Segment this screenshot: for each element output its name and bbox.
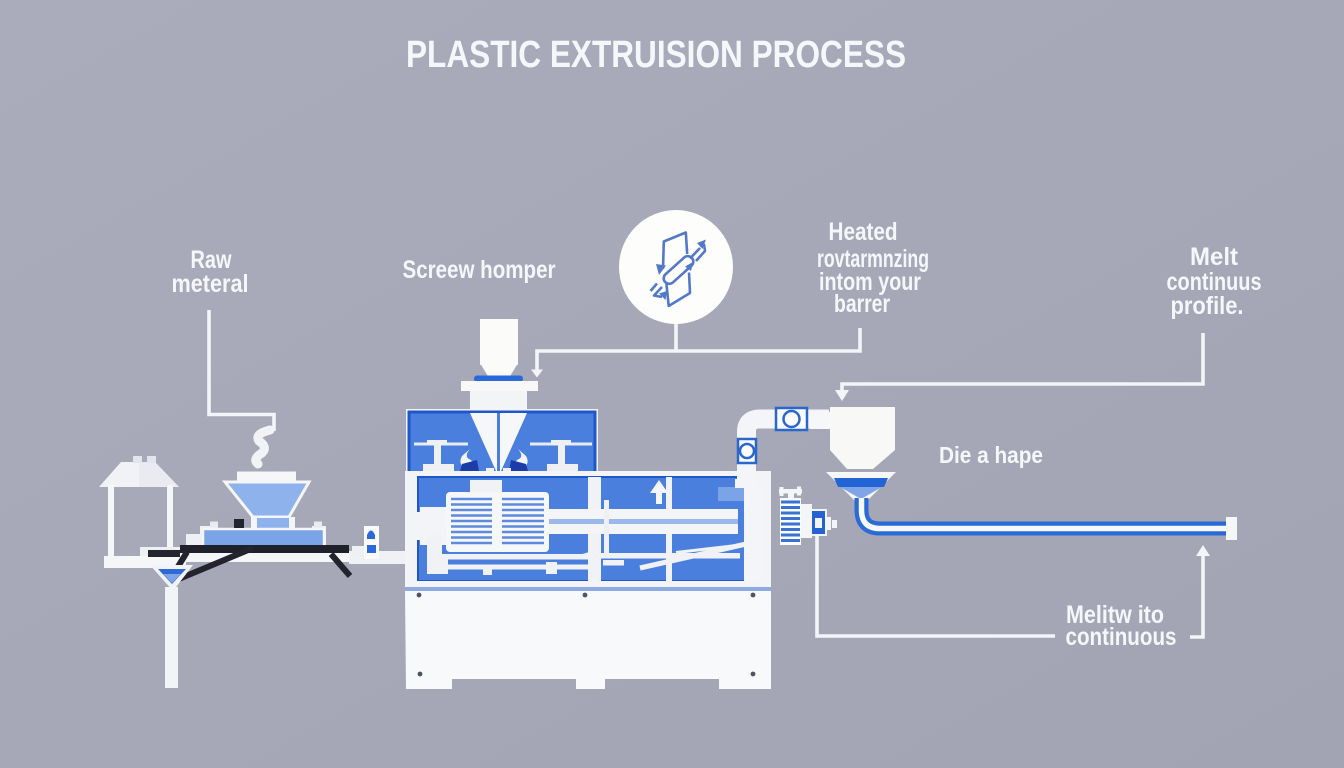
svg-text:Screew homper: Screew homper bbox=[403, 256, 556, 284]
svg-text:profile.: profile. bbox=[1171, 292, 1244, 320]
svg-text:continuous: continuous bbox=[1066, 623, 1177, 651]
svg-text:Heated: Heated bbox=[829, 218, 898, 246]
svg-text:Die a hape: Die a hape bbox=[939, 442, 1043, 468]
svg-text:barrer: barrer bbox=[834, 290, 890, 318]
svg-text:Raw: Raw bbox=[191, 246, 232, 274]
svg-text:meteral: meteral bbox=[172, 270, 249, 298]
svg-text:continuus: continuus bbox=[1167, 268, 1262, 296]
svg-text:PLASTIC EXTRUISION PROCESS: PLASTIC EXTRUISION PROCESS bbox=[406, 34, 906, 76]
svg-text:rovtarmnzing: rovtarmnzing bbox=[817, 245, 929, 273]
svg-text:Melt: Melt bbox=[1190, 243, 1239, 271]
svg-text:intom your: intom your bbox=[819, 268, 921, 296]
svg-text:Melitw ito: Melitw ito bbox=[1066, 601, 1164, 629]
